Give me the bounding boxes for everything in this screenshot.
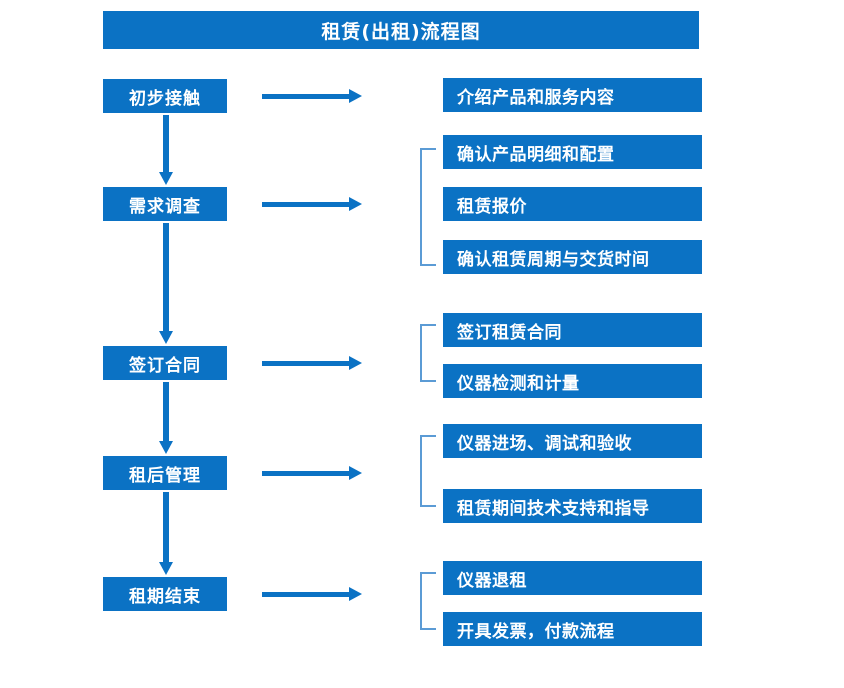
detail-box-instrument-onsite-commissioning[interactable]: 仪器进场、调试和验收 — [443, 424, 702, 458]
detail-box-confirm-product-details[interactable]: 确认产品明细和配置 — [443, 135, 702, 169]
detail-box-invoice-and-payment[interactable]: 开具发票，付款流程 — [443, 612, 702, 646]
detail-box-sign-rental-contract[interactable]: 签订租赁合同 — [443, 313, 702, 347]
stage-box-requirement-survey[interactable]: 需求调查 — [103, 187, 227, 221]
vertical-arrow-down-icon-2 — [159, 223, 173, 344]
horizontal-arrow-right-icon-5 — [262, 587, 362, 601]
detail-box-rental-quotation[interactable]: 租赁报价 — [443, 187, 702, 221]
stage-box-lease-end[interactable]: 租期结束 — [103, 577, 227, 611]
stage-box-sign-contract[interactable]: 签订合同 — [103, 346, 227, 380]
detail-box-technical-support-during-lease[interactable]: 租赁期间技术支持和指导 — [443, 489, 702, 523]
detail-box-confirm-lease-period[interactable]: 确认租赁周期与交货时间 — [443, 240, 702, 274]
group-bracket-post-rental-management — [420, 435, 436, 507]
vertical-arrow-down-icon-4 — [159, 492, 173, 575]
vertical-arrow-down-icon-1 — [159, 115, 173, 185]
group-bracket-requirement-survey — [420, 148, 436, 266]
group-bracket-sign-contract — [420, 324, 436, 382]
stage-box-initial-contact[interactable]: 初步接触 — [103, 79, 227, 113]
vertical-arrow-down-icon-3 — [159, 382, 173, 454]
horizontal-arrow-right-icon-2 — [262, 197, 362, 211]
group-bracket-lease-end — [420, 572, 436, 630]
detail-box-instrument-inspection[interactable]: 仪器检测和计量 — [443, 364, 702, 398]
horizontal-arrow-right-icon-4 — [262, 466, 362, 480]
stage-box-post-rental-management[interactable]: 租后管理 — [103, 456, 227, 490]
detail-box-introduce-products[interactable]: 介绍产品和服务内容 — [443, 78, 702, 112]
detail-box-instrument-return[interactable]: 仪器退租 — [443, 561, 702, 595]
horizontal-arrow-right-icon-3 — [262, 356, 362, 370]
diagram-title: 租赁(出租)流程图 — [103, 11, 699, 49]
horizontal-arrow-right-icon-1 — [262, 89, 362, 103]
